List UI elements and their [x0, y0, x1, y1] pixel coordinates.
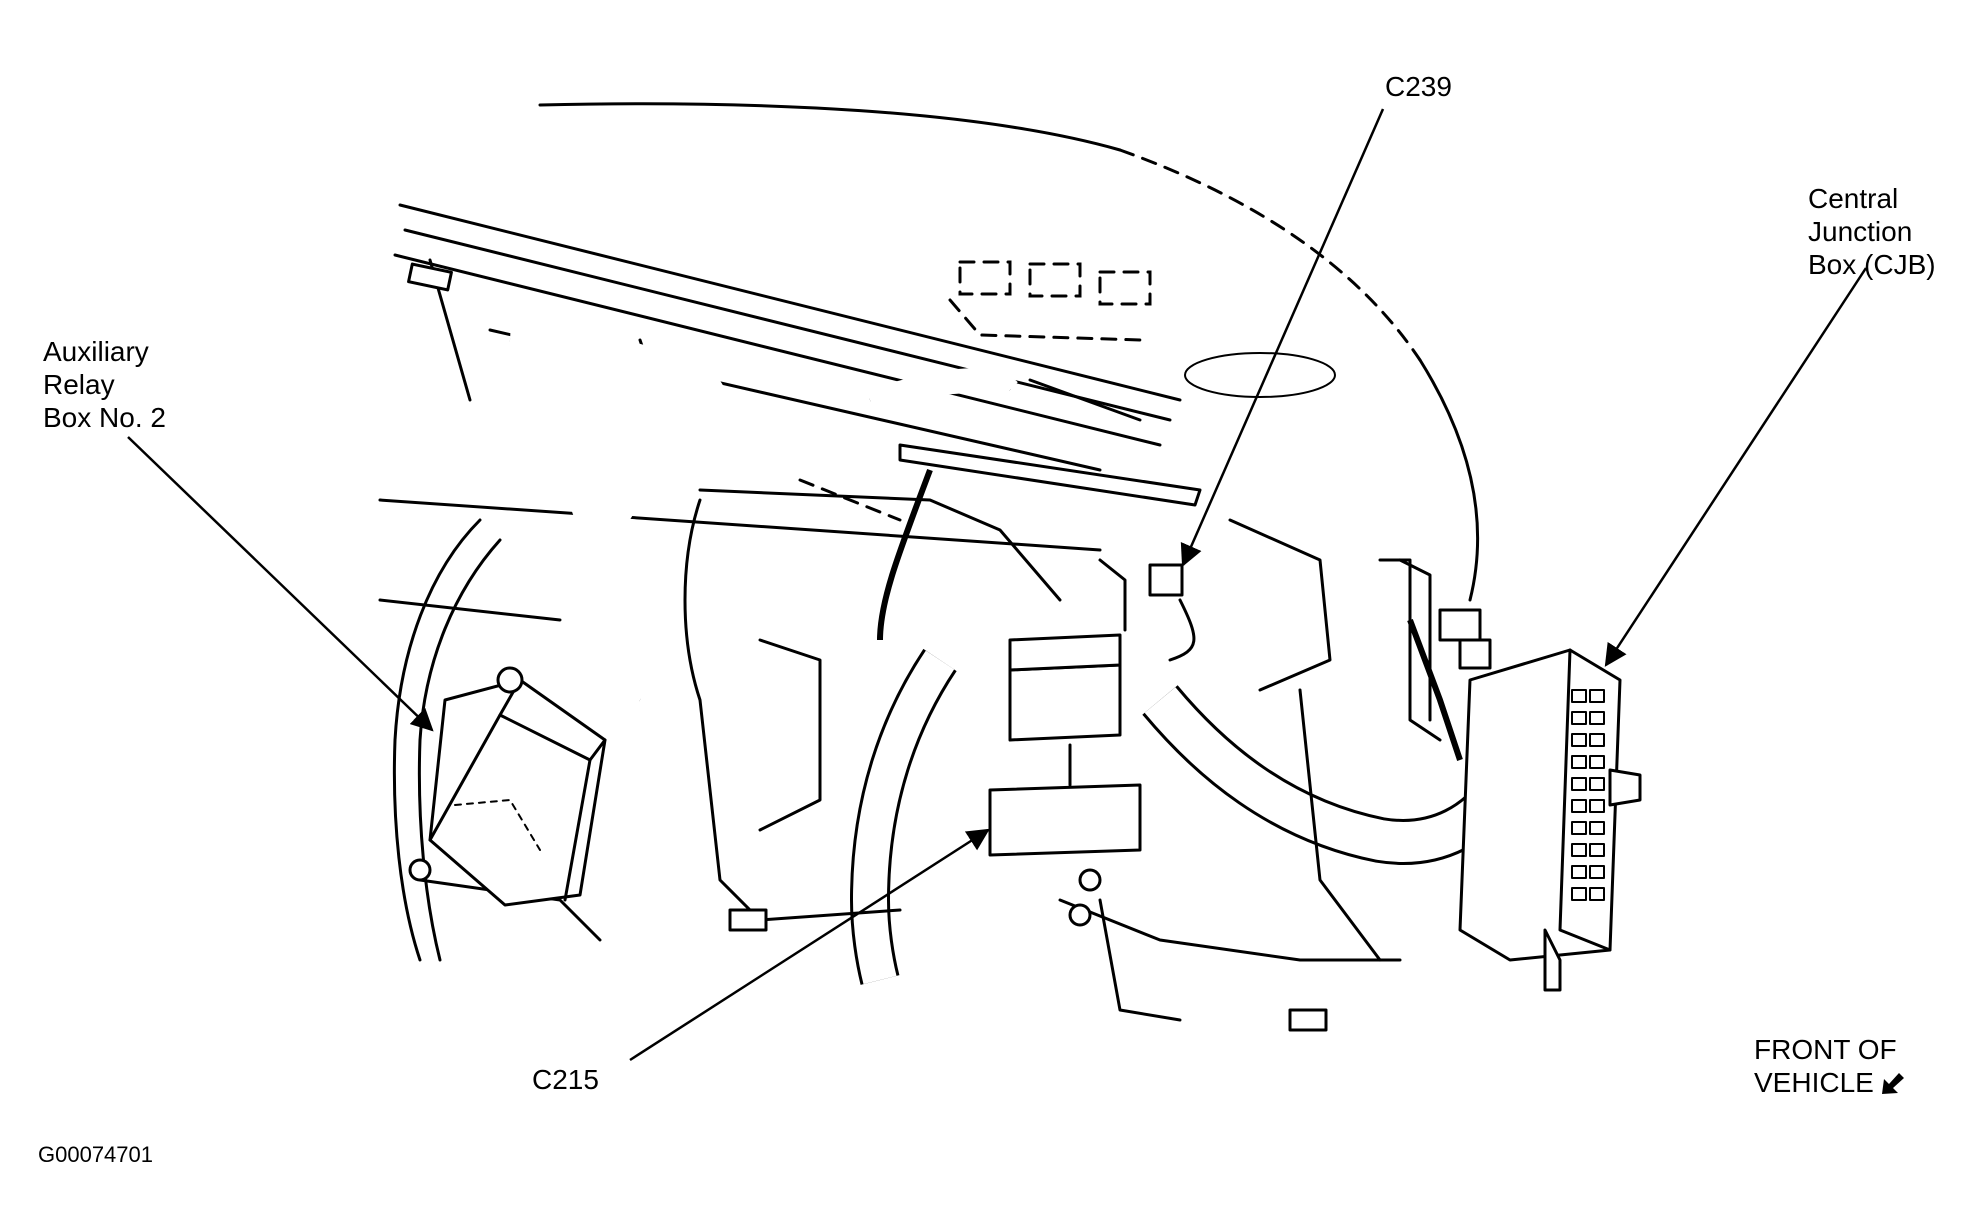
label-front-line2-row: VEHICLE [1754, 1066, 1906, 1099]
aux-relay-box-drawing [408, 666, 607, 907]
wiring-harness [509, 326, 1520, 985]
cjb-fuse-grid [1571, 689, 1605, 901]
leader-aux-relay-box [127, 436, 434, 732]
label-aux-relay-box-line1: Auxiliary [43, 336, 149, 367]
arrow-down-left-icon [1881, 1072, 1904, 1094]
hood-outline [538, 102, 1480, 602]
leader-c215 [629, 828, 990, 1062]
figure-code-text: G00074701 [38, 1142, 153, 1167]
left-fender [378, 518, 602, 962]
label-c215: C215 [532, 1063, 599, 1096]
label-cjb-line1: Central [1808, 183, 1899, 214]
label-c215-text: C215 [532, 1064, 599, 1095]
label-front-line2: VEHICLE [1754, 1067, 1874, 1098]
leader-c239 [1180, 108, 1385, 568]
label-aux-relay-box-line2: Relay [43, 369, 115, 400]
hvac-housing [683, 488, 1402, 1032]
c239-connector-drawing [1098, 558, 1196, 662]
label-front-line1: FRONT OF [1754, 1034, 1897, 1065]
label-front-of-vehicle: FRONT OF VEHICLE [1754, 1033, 1906, 1099]
label-c239: C239 [1385, 70, 1452, 103]
c215-connector-drawing [988, 633, 1142, 927]
label-cjb-line3: Box (CJB) [1808, 249, 1936, 280]
leader-cjb [1604, 267, 1868, 667]
label-cjb: Central Junction Box (CJB) [1808, 182, 1936, 281]
leader-lines [127, 108, 1868, 1062]
cjb-drawing [1378, 558, 1642, 992]
label-aux-relay-box: Auxiliary Relay Box No. 2 [43, 335, 166, 434]
figure-code: G00074701 [38, 1142, 153, 1168]
dashed-connectors [798, 260, 1152, 522]
label-cjb-line2: Junction [1808, 216, 1913, 247]
label-aux-relay-box-line3: Box No. 2 [43, 402, 166, 433]
label-c239-text: C239 [1385, 71, 1452, 102]
